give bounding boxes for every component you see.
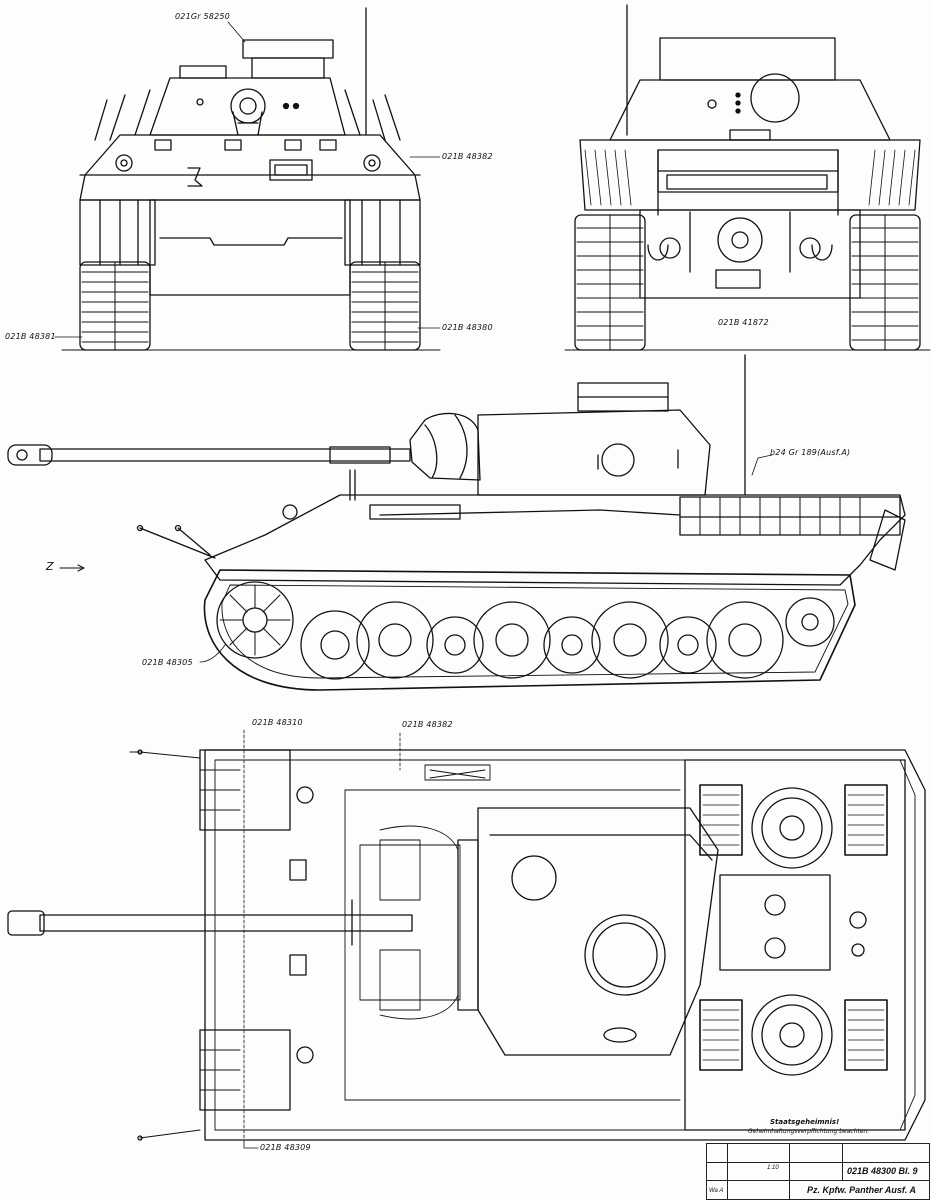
title-block: 1:10 021B 48300 Bl. 9 Pz. Kpfw. Panther … (706, 1143, 930, 1200)
secrecy-note: Staatsgeheimnis! (770, 1118, 840, 1126)
title-block-title: Pz. Kpfw. Panther Ausf. A (807, 1185, 917, 1195)
part-label-front-top: 021Gr 58250 (175, 12, 230, 21)
part-label-front-right-bottom: 021B 48380 (442, 323, 493, 332)
part-label-top-left-upper: 021B 48310 (252, 718, 303, 727)
side-view (7, 354, 906, 691)
part-label-top-left-lower: 021B 48309 (260, 1143, 311, 1152)
title-block-drawing-number: 021B 48300 Bl. 9 (847, 1166, 918, 1176)
part-label-side-antenna: b24 Gr 189(Ausf.A) (770, 448, 851, 457)
part-label-front-left-bottom: 021B 48381 (5, 332, 56, 341)
direction-marker-label: Z (46, 560, 54, 573)
rear-view (564, 4, 931, 351)
part-label-rear: 021B 41872 (718, 318, 769, 327)
part-label-side-sprocket: 021B 48305 (142, 658, 193, 667)
secrecy-note-sub: Geheimhaltungsverpflichtung beachten. (748, 1128, 870, 1135)
part-label-top-center: 021B 48382 (402, 720, 453, 729)
part-label-front-right: 021B 48382 (442, 152, 493, 161)
title-block-sheet-ref: Wa A (709, 1188, 724, 1194)
title-block-scale: 1:10 (767, 1165, 779, 1171)
top-view (7, 729, 926, 1149)
front-view (54, 7, 441, 351)
